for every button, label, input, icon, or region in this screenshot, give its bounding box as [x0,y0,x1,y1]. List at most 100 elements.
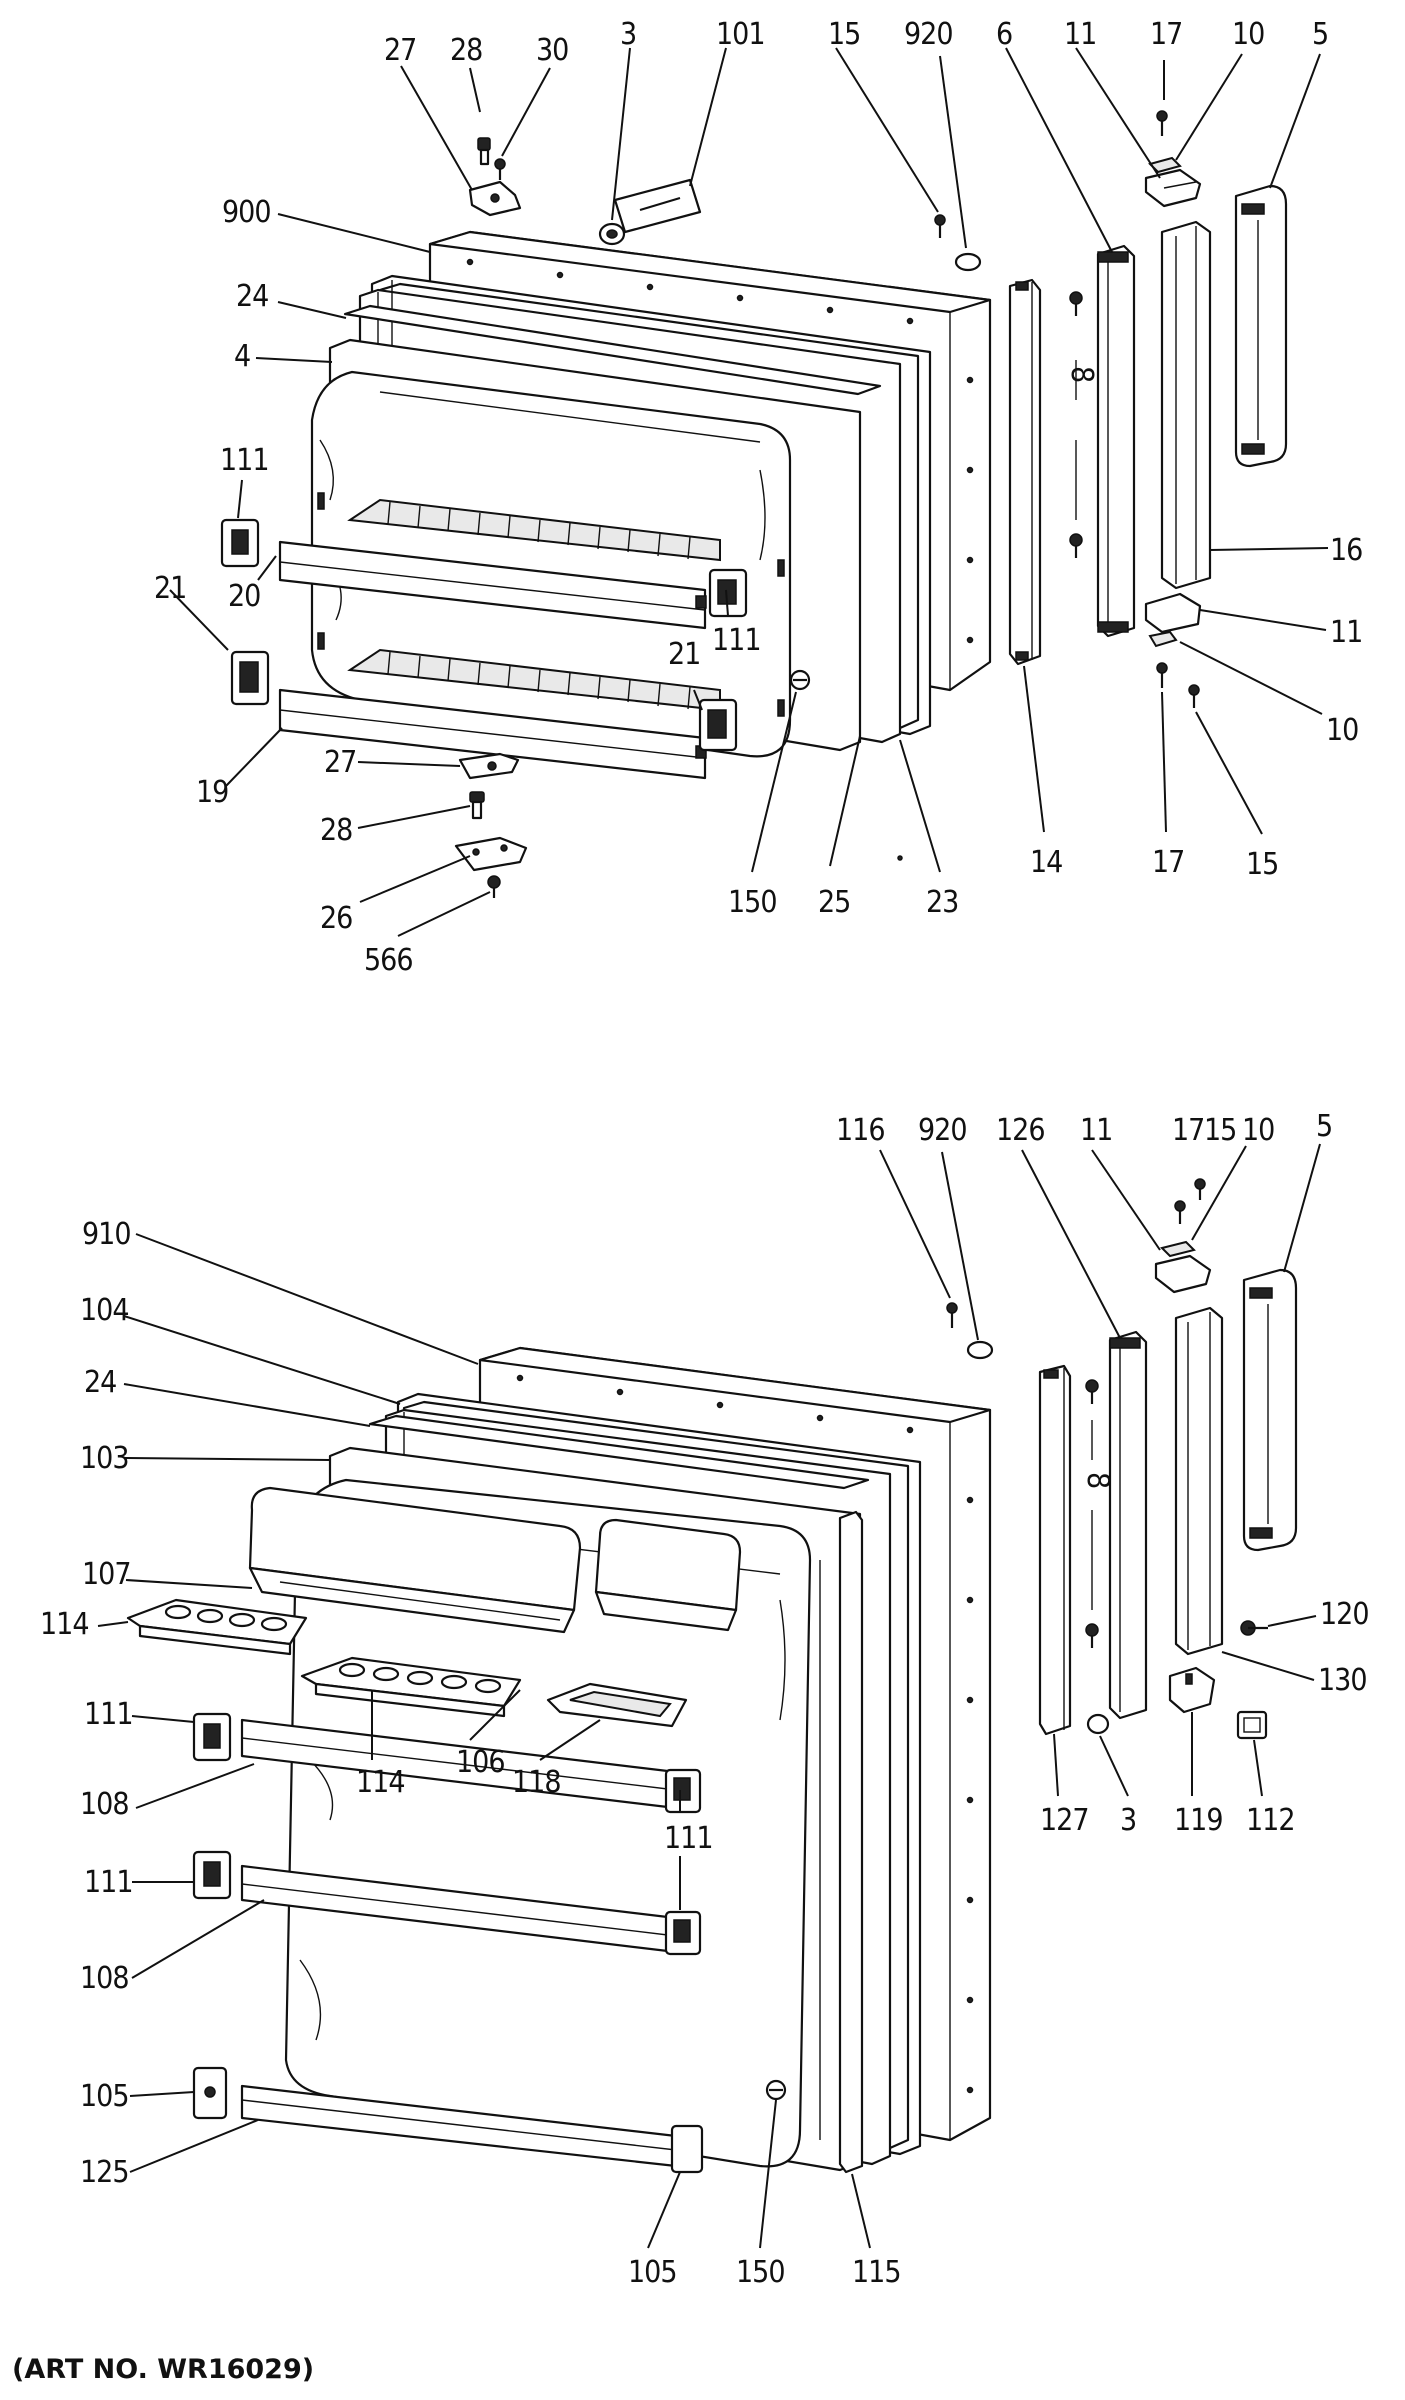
art-number: (ART NO. WR16029) [12,2354,314,2385]
label-3-lower: 3 [1120,1803,1136,1838]
label-107: 107 [82,1557,131,1592]
screw-8-lower [1085,1379,1099,1648]
label-118: 118 [512,1765,561,1800]
label-119: 119 [1174,1803,1223,1838]
label-19: 19 [196,775,228,810]
label-21-right: 21 [668,637,700,672]
label-27-bottom: 27 [324,745,356,780]
handle-trim-130 [1174,1306,1224,1656]
label-150-lower: 150 [736,2255,785,2290]
plug-920-lower [966,1340,994,1360]
label-114-left: 114 [40,1607,89,1642]
label-25: 25 [818,885,850,920]
screw-150 [789,669,811,691]
label-15: 15 [828,17,860,52]
freezer-part-labels: 27 28 30 3 101 15 920 6 11 17 10 5 900 2… [154,17,1363,978]
hinge-bracket-126 [1108,1330,1148,1720]
label-21-left: 21 [154,571,186,606]
label-900: 900 [222,195,271,230]
fresh-food-part-labels: 116 920 126 11 17 15 10 5 910 104 24 103… [40,1109,1370,2290]
label-111-lower-left-lower: 111 [84,1865,133,1900]
label-20: 20 [228,579,260,614]
hinge-cap-119 [1168,1666,1216,1714]
handle-5-lower [1242,1268,1298,1552]
screw-17-lower [1174,1200,1186,1224]
hinge-pin-28-top [477,137,491,166]
shelf-end-cap-left-upper [220,518,260,568]
dairy-bin-107 [248,1486,582,1634]
label-4: 4 [234,339,250,374]
label-910: 910 [82,1217,131,1252]
hinge-27-bottom [458,752,520,780]
label-105-left: 105 [80,2079,129,2114]
screw-150-lower [765,2079,787,2101]
label-150: 150 [728,885,777,920]
label-10-bottom: 10 [1326,713,1358,748]
handle-trim-16 [1160,220,1212,590]
egg-tray-114-left [126,1598,308,1656]
handle-5-top [1234,184,1288,468]
label-130: 130 [1318,1663,1367,1698]
label-8-lower: 8 [1080,1472,1115,1488]
label-30: 30 [536,33,568,68]
shelf-end-cap-111-right-upper [664,1768,702,1814]
label-112: 112 [1246,1803,1295,1838]
screw-30-top [494,158,506,180]
hinge-27-top [468,180,522,217]
washer-10-lower [1160,1240,1196,1258]
label-14: 14 [1030,845,1062,880]
hinge-pin-28-bottom [469,791,485,820]
screw-15-bottom [1188,684,1200,708]
dot-mark [897,855,903,861]
label-126: 126 [996,1113,1045,1148]
freezer-door-assembly: 27 28 30 3 101 15 920 6 11 17 10 5 900 2… [154,17,1363,978]
label-125: 125 [80,2155,129,2190]
label-127: 127 [1040,1803,1089,1838]
fresh-food-door-assembly: 116 920 126 11 17 15 10 5 910 104 24 103… [40,1109,1370,2290]
label-920-lower: 920 [918,1113,967,1148]
label-920: 920 [904,17,953,52]
screw-15-top [934,214,946,238]
screw-17-bottom [1156,662,1168,688]
washer-10-bottom [1148,630,1178,648]
label-15-bottom: 15 [1246,847,1278,882]
label-11-lower: 11 [1080,1113,1112,1148]
label-111-lower-left-upper: 111 [84,1697,133,1732]
shelf-end-cap-right-lower [698,698,738,752]
shelf-end-cap-left-lower [230,650,270,706]
label-11: 11 [1064,17,1096,52]
hinge-26 [454,836,528,872]
screw-566 [487,875,501,898]
shelf-end-cap-105-right [670,2124,704,2174]
label-5-lower: 5 [1316,1109,1332,1144]
label-106: 106 [456,1745,505,1780]
label-101: 101 [716,17,765,52]
label-105-bottom: 105 [628,2255,677,2290]
label-3: 3 [620,17,636,52]
label-24-lower: 24 [84,1365,116,1400]
label-111-left: 111 [220,443,269,478]
label-10: 10 [1232,17,1264,52]
butter-tray-118 [546,1682,688,1728]
label-116: 116 [836,1113,885,1148]
screw-15-lower [1194,1178,1206,1200]
label-17-lower: 17 [1172,1113,1204,1148]
screw-116 [946,1302,958,1328]
label-111-lower-right-upper: 111 [664,1821,713,1856]
trim-14 [1008,278,1042,666]
plug-3-lower [1086,1713,1110,1735]
fresh-food-breaker-strip [368,1414,870,1490]
nameplate-101 [613,178,702,234]
label-11-bottom: 11 [1330,615,1362,650]
egg-tray-114-center [300,1656,522,1718]
freezer-leader-lines [169,47,1329,937]
label-15-lower: 15 [1204,1113,1236,1148]
label-17: 17 [1150,17,1182,52]
shelf-end-cap-111-right-lower [664,1910,702,1956]
label-108-upper: 108 [80,1787,129,1822]
shelf-end-cap-111-left-upper [192,1712,232,1762]
plug-920-top [954,252,982,272]
trim-127 [1038,1364,1072,1736]
plug-3 [598,222,626,246]
label-566: 566 [364,943,413,978]
